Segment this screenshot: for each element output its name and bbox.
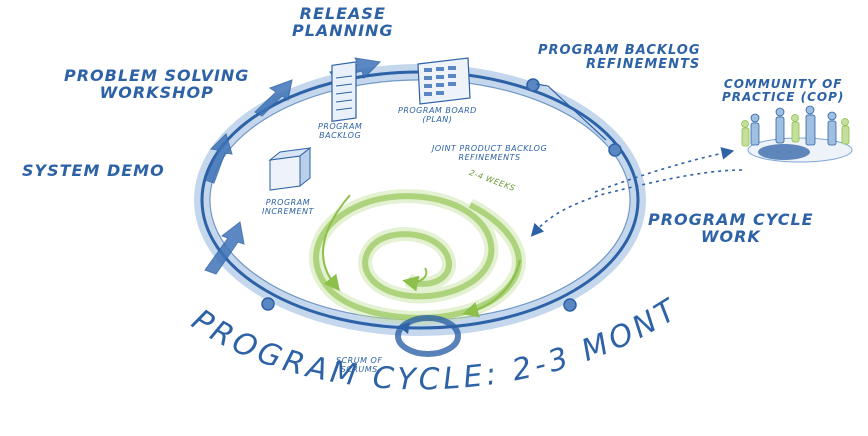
community-people-icon (741, 105, 853, 163)
system-demo-label: SYSTEM DEMO (22, 161, 165, 180)
ring-nodes (261, 78, 622, 312)
program-cycle-work-label: PROGRAM CYCLE WORK (648, 210, 814, 246)
problem-solving-label: PROBLEM SOLVING WORKSHOP (64, 66, 250, 102)
scrum-of-scrums-label: SCRUM OF SCRUMS (336, 356, 383, 375)
community-of-practice-label: COMMUNITY OF PRACTICE (CoP) (722, 77, 845, 104)
program-backlog-label: PROGRAM BACKLOG (318, 122, 363, 141)
backlog-refinements-label: PROGRAM BACKLOG REFINEMENTS (538, 43, 701, 72)
program-board-label: PROGRAM BOARD (PLAN) (398, 106, 477, 125)
program-backlog-icon (331, 61, 357, 123)
release-planning-label: RELEASE PLANNING (292, 4, 394, 40)
sprint-spiral (309, 189, 526, 325)
program-increment-icon (268, 146, 312, 191)
scrum-of-scrums-loop (395, 315, 461, 357)
cop-exchange-arrows (530, 147, 743, 237)
refinements-leader-line (535, 83, 607, 141)
program-increment-label: PROGRAM INCREMENT (262, 198, 314, 217)
program-board-icon (417, 57, 471, 105)
joint-refinements-label: JOINT PRODUCT BACKLOG REFINEMENTS (432, 144, 548, 163)
